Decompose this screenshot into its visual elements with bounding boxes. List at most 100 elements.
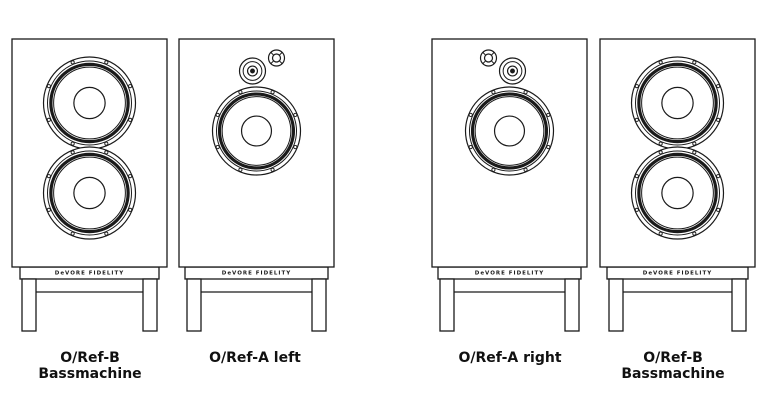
tweeter-waveguide — [242, 61, 263, 81]
tweeter-dome — [246, 65, 259, 77]
tweeter — [238, 57, 267, 85]
mounting-screw — [46, 174, 51, 179]
woofer — [630, 146, 725, 240]
supertweeter-strut — [482, 51, 487, 56]
tweeter-dome — [506, 65, 519, 77]
mounting-screw — [716, 174, 721, 179]
mounting-screw — [658, 60, 663, 65]
supertweeter-strut — [270, 60, 275, 65]
stand-leg-left — [21, 278, 37, 332]
mounting-screw — [128, 117, 133, 122]
woofer — [211, 86, 302, 176]
mounting-screw — [634, 84, 639, 89]
woofer-surround-outer — [47, 60, 132, 146]
woofer-dust-cap — [73, 176, 106, 210]
mounting-screw — [523, 90, 528, 95]
mounting-screw — [491, 90, 496, 95]
woofer-surround — [637, 152, 718, 234]
woofer-cone — [474, 96, 545, 166]
mounting-screw — [716, 84, 721, 89]
tweeter-waveguide — [502, 61, 523, 81]
supertweeter-strut — [270, 51, 275, 56]
mounting-screw — [70, 150, 75, 155]
mounting-screw — [523, 167, 528, 172]
mounting-screw — [70, 231, 75, 236]
woofer-cone — [641, 156, 714, 230]
mounting-screw — [658, 231, 663, 236]
mounting-screw — [692, 141, 697, 146]
mounting-screw — [491, 167, 496, 172]
supertweeter-strut — [278, 51, 283, 56]
caption-line-model: O/Ref-A right — [458, 350, 562, 366]
woofer-cone — [641, 66, 714, 140]
supertweeter-strut — [278, 60, 283, 65]
supertweeter-dome — [483, 53, 494, 63]
supertweeter — [479, 49, 498, 67]
woofer — [630, 56, 725, 150]
woofer — [464, 86, 555, 176]
mounting-screw — [104, 60, 109, 65]
woofer-frame — [211, 86, 302, 176]
mounting-screw — [70, 141, 75, 146]
woofer-frame — [630, 146, 725, 240]
caption-line-model: O/Ref-B — [643, 350, 703, 366]
woofer — [42, 56, 137, 150]
supertweeter-strut — [490, 60, 495, 65]
woofer-surround — [470, 92, 549, 170]
mounting-screw — [634, 174, 639, 179]
mounting-screw — [128, 207, 133, 212]
woofer-surround-outer — [635, 150, 720, 236]
woofer-surround — [637, 62, 718, 144]
mounting-screw — [468, 145, 473, 150]
mounting-screw — [104, 150, 109, 155]
mounting-screw — [468, 112, 473, 117]
stand-leg-right — [142, 278, 158, 332]
woofer-cone — [53, 156, 126, 230]
woofer-dust-cap — [661, 86, 694, 120]
mounting-screw — [634, 207, 639, 212]
supertweeter-strut — [482, 60, 487, 65]
woofer-surround — [49, 62, 130, 144]
woofer-dust-cap — [661, 176, 694, 210]
tweeter-center — [510, 68, 515, 74]
mounting-screw — [634, 117, 639, 122]
mounting-screw — [546, 145, 551, 150]
mounting-screw — [46, 117, 51, 122]
mounting-screw — [692, 60, 697, 65]
tweeter — [498, 57, 527, 85]
mounting-screw — [104, 231, 109, 236]
caption-line-model: O/Ref-A left — [209, 350, 301, 366]
caption-bassmachine-left: O/Ref-B Bassmachine — [30, 350, 150, 382]
woofer-frame — [42, 56, 137, 150]
speaker-oref-a-3: DeVORE FIDELITY — [431, 38, 588, 332]
mounting-screw — [238, 167, 243, 172]
woofer-surround-outer — [216, 90, 297, 172]
tweeter-center — [250, 68, 255, 74]
mounting-screw — [293, 145, 298, 150]
mounting-screw — [46, 207, 51, 212]
speaker-stand: DeVORE FIDELITY — [184, 266, 329, 332]
woofer-surround-outer — [469, 90, 550, 172]
woofer-surround — [217, 92, 296, 170]
caption-bassmachine-right: O/Ref-B Bassmachine — [613, 350, 733, 382]
speaker-bassmachine-1: DeVORE FIDELITY — [11, 38, 168, 332]
woofer-frame — [42, 146, 137, 240]
woofer-surround-outer — [635, 60, 720, 146]
mounting-screw — [128, 174, 133, 179]
stand-leg-left — [186, 278, 202, 332]
caption-line-name: Bassmachine — [621, 366, 725, 382]
mounting-screw — [658, 150, 663, 155]
mounting-screw — [546, 112, 551, 117]
mounting-screw — [270, 167, 275, 172]
speaker-stand: DeVORE FIDELITY — [606, 266, 749, 332]
woofer-dust-cap — [240, 115, 273, 147]
mounting-screw — [128, 84, 133, 89]
mounting-screw — [70, 60, 75, 65]
mounting-screw — [293, 112, 298, 117]
woofer-frame — [630, 56, 725, 150]
mounting-screw — [658, 141, 663, 146]
speaker-bassmachine-4: DeVORE FIDELITY — [599, 38, 756, 332]
brand-label: DeVORE FIDELITY — [475, 271, 544, 277]
mounting-screw — [692, 150, 697, 155]
mounting-screw — [46, 84, 51, 89]
